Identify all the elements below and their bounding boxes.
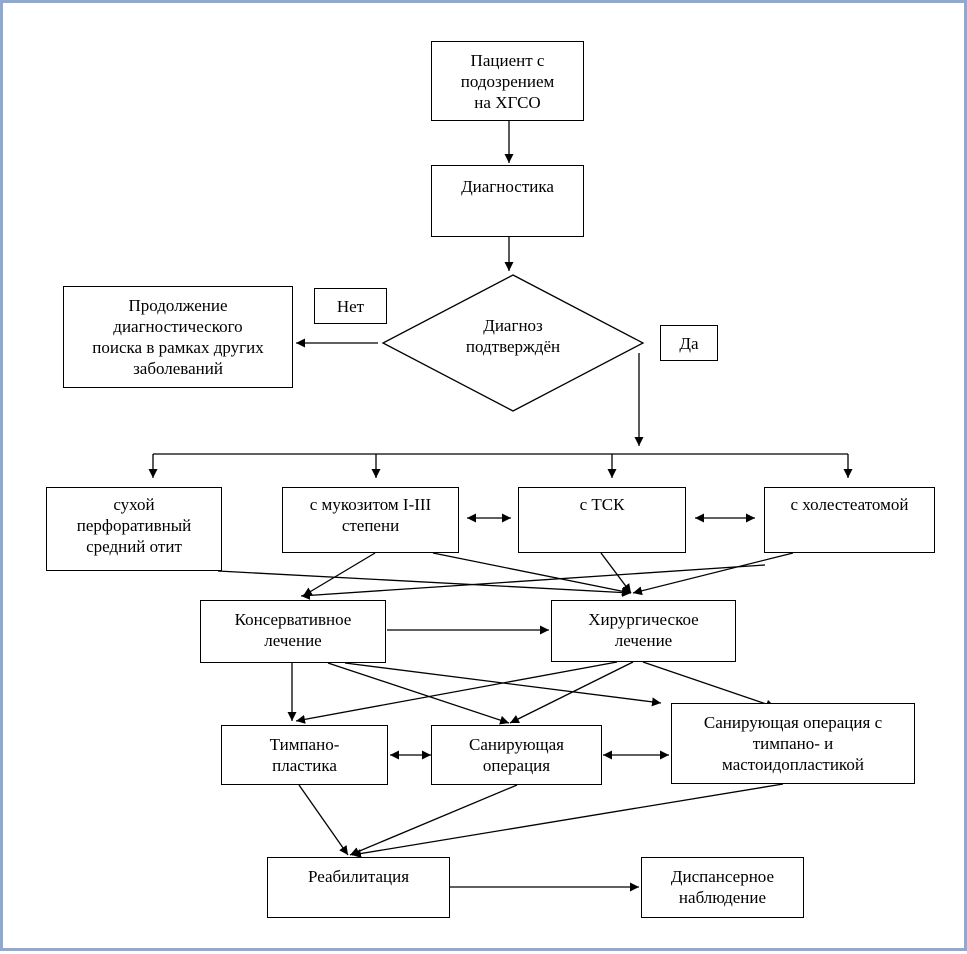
decision-label: Диагноз подтверждён xyxy=(465,316,561,356)
node-dispensary: Диспансерное наблюдение xyxy=(641,857,804,918)
arrow-tsk-to-surgical xyxy=(600,552,632,594)
node-other-search: Продолжение диагностического поиска в ра… xyxy=(63,286,293,388)
arrow-sanitizing-to-rehabilitation xyxy=(349,784,518,856)
node-other-search-text: Продолжение диагностического поиска в ра… xyxy=(92,296,264,378)
arrow-cholesteatoma-to-surgical xyxy=(632,552,794,596)
node-sanitizing: Санирующая операция xyxy=(431,725,602,785)
arrow-surgical-to-tympanoplasty xyxy=(295,661,618,724)
node-dry-text: сухой перфоративный средний отит xyxy=(76,495,192,556)
edge-label-yes: Да xyxy=(660,325,718,361)
arrow-dry-to-surgical xyxy=(217,570,632,598)
node-diagnostics: Диагностика xyxy=(431,165,584,237)
node-sanitizing-text: Санирующая операция xyxy=(468,735,564,775)
node-patient: Пациент с подозрением на ХГСО xyxy=(431,41,584,121)
node-cholesteatoma-text: с холестеатомой xyxy=(790,495,909,514)
node-dispensary-text: Диспансерное наблюдение xyxy=(670,867,775,907)
node-sanitizing-mastoid-text: Санирующая операция с тимпано- и мастоид… xyxy=(703,713,883,774)
node-tsk: с ТСК xyxy=(518,487,686,553)
node-tympanoplasty-text: Тимпано- пластика xyxy=(269,735,340,775)
node-diagnostics-text: Диагностика xyxy=(461,177,554,196)
arrow-conservative-to-sanitizing xyxy=(327,662,510,725)
edge-label-no-text: Нет xyxy=(336,296,365,316)
node-surgical: Хирургическое лечение xyxy=(551,600,736,662)
arrow-surgical-to-sanitizing xyxy=(509,661,634,724)
arrow-surgical-to-sanitizing-mastoid xyxy=(642,661,776,709)
arrow-tympanoplasty-to-rehabilitation xyxy=(298,784,349,856)
arrow-sanitizing-mastoid-to-rehabilitation xyxy=(351,783,784,858)
node-tsk-text: с ТСК xyxy=(579,495,625,514)
node-dry: сухой перфоративный средний отит xyxy=(46,487,222,571)
node-conservative-text: Консервативное лечение xyxy=(234,610,352,650)
arrow-mucositis-to-conservative xyxy=(302,552,376,597)
node-rehabilitation: Реабилитация xyxy=(267,857,450,918)
decision-diamond xyxy=(381,274,645,412)
node-patient-text: Пациент с подозрением на ХГСО xyxy=(460,51,555,112)
arrow-mucositis-to-surgical xyxy=(432,552,632,596)
node-tympanoplasty: Тимпано- пластика xyxy=(221,725,388,785)
arrow-cholesteatoma-to-conservative xyxy=(300,564,766,600)
node-rehabilitation-text: Реабилитация xyxy=(307,867,410,886)
edge-label-yes-text: Да xyxy=(679,333,699,353)
node-conservative: Консервативное лечение xyxy=(200,600,386,663)
node-surgical-text: Хирургическое лечение xyxy=(588,610,699,650)
node-mucositis-text: с мукозитом I-III степени xyxy=(309,495,432,535)
node-sanitizing-mastoid: Санирующая операция с тимпано- и мастоид… xyxy=(671,703,915,784)
node-cholesteatoma: с холестеатомой xyxy=(764,487,935,553)
node-mucositis: с мукозитом I-III степени xyxy=(282,487,459,553)
connector-layer xyxy=(148,121,853,892)
edge-label-no: Нет xyxy=(314,288,387,324)
